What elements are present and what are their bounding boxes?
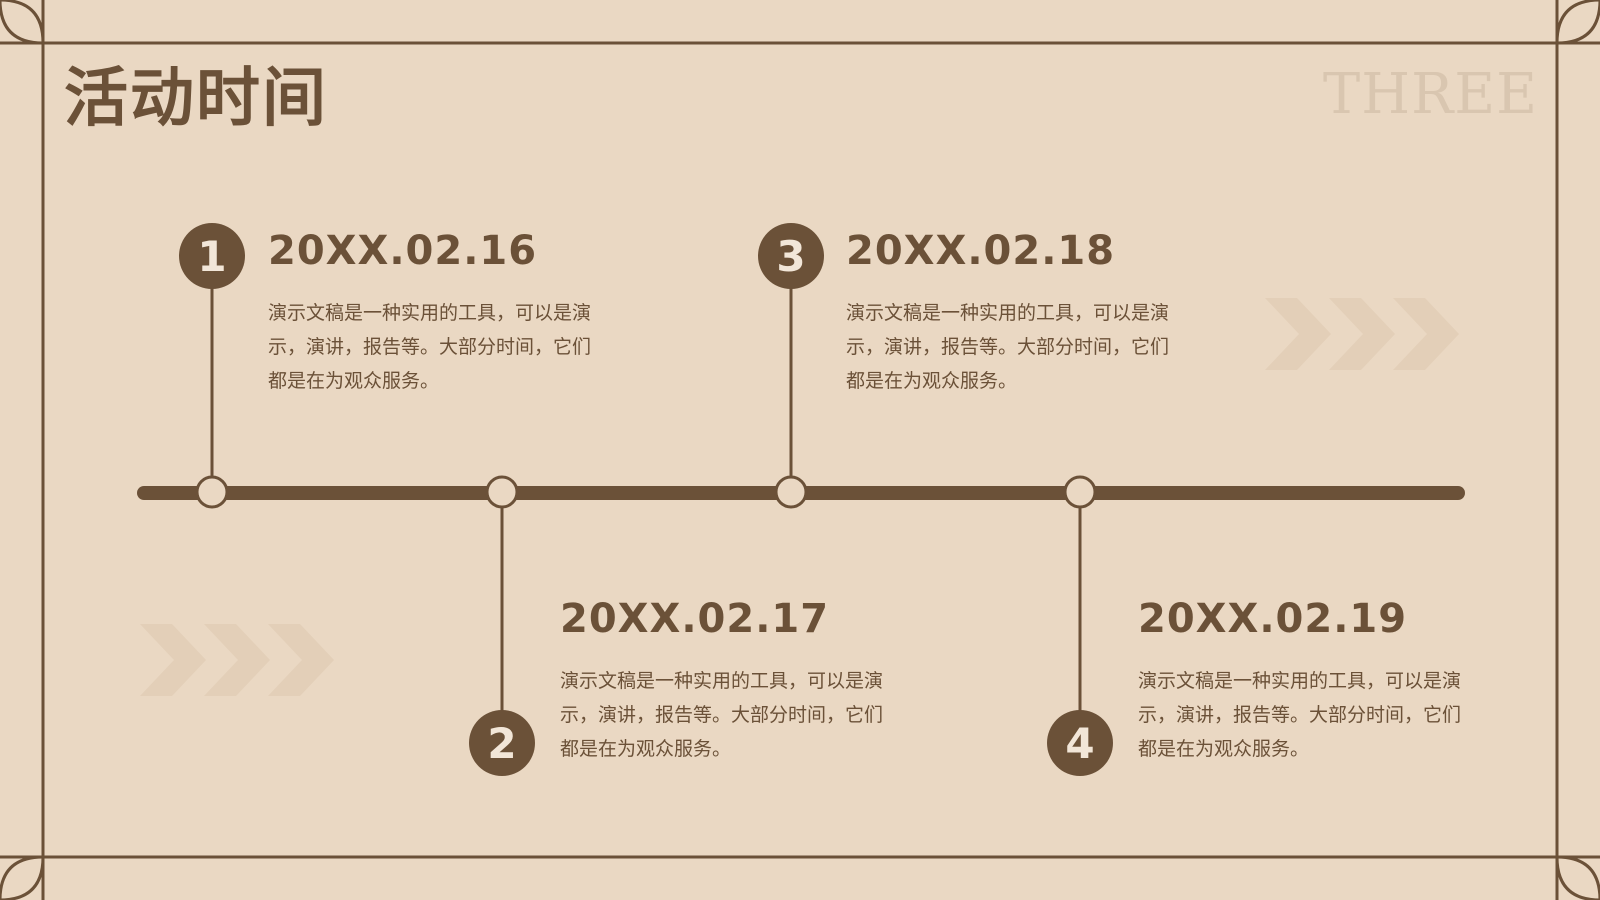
step-badge-3: 3 — [758, 223, 824, 289]
item-description-1: 演示文稿是一种实用的工具，可以是演示，演讲，报告等。大部分时间，它们都是在为观众… — [268, 302, 592, 392]
step-badge-4: 4 — [1047, 710, 1113, 776]
step-badge-2: 2 — [469, 710, 535, 776]
timeline-node — [774, 475, 808, 509]
item-date-1: 20XX.02.16 — [268, 228, 538, 274]
timeline-node — [485, 475, 519, 509]
item-description-2: 演示文稿是一种实用的工具，可以是演示，演讲，报告等。大部分时间，它们都是在为观众… — [560, 670, 884, 760]
item-description-3: 演示文稿是一种实用的工具，可以是演示，演讲，报告等。大部分时间，它们都是在为观众… — [846, 302, 1170, 392]
chevron-right-icon — [140, 624, 334, 696]
timeline-node — [195, 475, 229, 509]
page-title: 活动时间 — [64, 62, 328, 136]
timeline-node — [1063, 475, 1097, 509]
chevron-right-icon — [1265, 298, 1459, 370]
item-date-3: 20XX.02.18 — [846, 228, 1116, 274]
step-badge-1: 1 — [179, 223, 245, 289]
watermark-text: THREE — [1322, 62, 1538, 127]
item-date-2: 20XX.02.17 — [560, 596, 830, 642]
item-description-4: 演示文稿是一种实用的工具，可以是演示，演讲，报告等。大部分时间，它们都是在为观众… — [1138, 670, 1462, 760]
item-date-4: 20XX.02.19 — [1138, 596, 1408, 642]
